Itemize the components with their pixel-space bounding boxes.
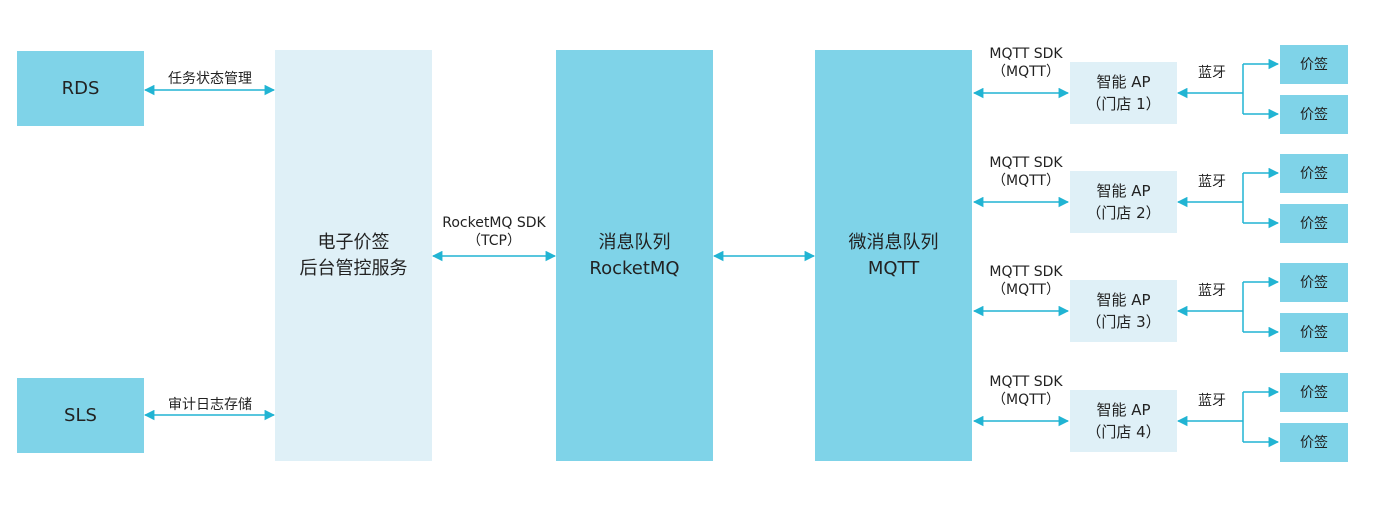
price-tag-label: 价签 xyxy=(1300,274,1328,291)
rocketmq-sdk-label: RocketMQ SDK （TCP） xyxy=(434,214,554,250)
mqtt-sdk-line1: MQTT SDK xyxy=(989,374,1063,390)
smart-ap-box: 智能 AP （门店 3） xyxy=(1070,280,1177,342)
price-tag-box: 价签 xyxy=(1280,45,1348,84)
smart-ap-line2: （门店 1） xyxy=(1086,95,1161,113)
rocketmq-box: 消息队列 RocketMQ xyxy=(556,50,713,461)
price-tag-box: 价签 xyxy=(1280,95,1348,134)
price-tag-label: 价签 xyxy=(1300,434,1328,451)
smart-ap-box: 智能 AP （门店 1） xyxy=(1070,62,1177,124)
mqtt-sdk-label: MQTT SDK （MQTT） xyxy=(976,373,1076,409)
mqtt-sdk-line1: MQTT SDK xyxy=(989,264,1063,280)
mqtt-sdk-line2: （MQTT） xyxy=(992,282,1060,298)
mqtt-sdk-line1: MQTT SDK xyxy=(989,46,1063,62)
smart-ap-line1: 智能 AP xyxy=(1096,182,1151,200)
price-tag-box: 价签 xyxy=(1280,263,1348,302)
mqtt-line1: 微消息队列 xyxy=(848,231,939,253)
bluetooth-label: 蓝牙 xyxy=(1198,283,1226,299)
sls-link-label: 审计日志存储 xyxy=(168,397,252,413)
smart-ap-line1: 智能 AP xyxy=(1096,73,1151,91)
backend-line1: 电子价签 xyxy=(317,231,390,253)
mqtt-sdk-line1: MQTT SDK xyxy=(989,155,1063,171)
price-tag-box: 价签 xyxy=(1280,373,1348,412)
rocketmq-line1: 消息队列 xyxy=(598,231,671,253)
smart-ap-box: 智能 AP （门店 4） xyxy=(1070,390,1177,452)
rocketmq-line2: RocketMQ xyxy=(589,257,680,279)
mqtt-sdk-line2: （MQTT） xyxy=(992,64,1060,80)
smart-ap-box: 智能 AP （门店 2） xyxy=(1070,171,1177,233)
sls-label: SLS xyxy=(64,404,97,426)
mqtt-sdk-label: MQTT SDK （MQTT） xyxy=(976,45,1076,81)
price-tag-label: 价签 xyxy=(1300,215,1328,232)
price-tag-box: 价签 xyxy=(1280,154,1348,193)
price-tag-label: 价签 xyxy=(1300,324,1328,341)
backend-service-box: 电子价签 后台管控服务 xyxy=(275,50,432,461)
rocketmq-sdk-line2: （TCP） xyxy=(467,233,521,249)
bluetooth-label: 蓝牙 xyxy=(1198,65,1226,81)
mqtt-line2: MQTT xyxy=(867,257,920,279)
price-tag-box: 价签 xyxy=(1280,204,1348,243)
rds-label: RDS xyxy=(61,77,100,99)
price-tag-label: 价签 xyxy=(1300,165,1328,182)
smart-ap-line1: 智能 AP xyxy=(1096,291,1151,309)
rds-link-label: 任务状态管理 xyxy=(168,71,252,87)
price-tag-label: 价签 xyxy=(1300,56,1328,73)
rocketmq-sdk-line1: RocketMQ SDK xyxy=(442,215,546,231)
mqtt-sdk-line2: （MQTT） xyxy=(992,392,1060,408)
price-tag-label: 价签 xyxy=(1300,106,1328,123)
backend-line2: 后台管控服务 xyxy=(299,257,408,279)
smart-ap-line2: （门店 4） xyxy=(1086,423,1161,441)
bluetooth-label: 蓝牙 xyxy=(1198,393,1226,409)
mqtt-sdk-line2: （MQTT） xyxy=(992,173,1060,189)
price-tag-box: 价签 xyxy=(1280,423,1348,462)
mqtt-sdk-label: MQTT SDK （MQTT） xyxy=(976,154,1076,190)
smart-ap-line2: （门店 3） xyxy=(1086,313,1161,331)
price-tag-box: 价签 xyxy=(1280,313,1348,352)
mqtt-sdk-label: MQTT SDK （MQTT） xyxy=(976,263,1076,299)
rds-box: RDS xyxy=(17,51,144,126)
price-tag-label: 价签 xyxy=(1300,384,1328,401)
bluetooth-label: 蓝牙 xyxy=(1198,174,1226,190)
sls-box: SLS xyxy=(17,378,144,453)
mqtt-box: 微消息队列 MQTT xyxy=(815,50,972,461)
smart-ap-line2: （门店 2） xyxy=(1086,204,1161,222)
smart-ap-line1: 智能 AP xyxy=(1096,401,1151,419)
